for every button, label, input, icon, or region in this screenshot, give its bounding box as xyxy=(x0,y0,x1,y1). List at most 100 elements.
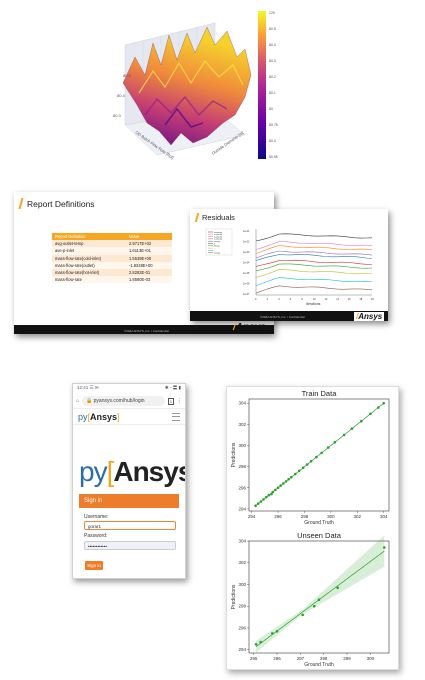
data-point xyxy=(259,500,263,503)
data-point xyxy=(333,441,337,444)
hamburger-menu-icon[interactable] xyxy=(172,412,180,421)
z-tick: 80.5 xyxy=(123,73,132,78)
table-cell: mass-flow-rate(cold-inlet) xyxy=(52,254,126,262)
table-cell: -1.8348E+00 xyxy=(126,261,172,269)
data-point xyxy=(301,613,304,617)
table-header: Value xyxy=(126,233,172,241)
data-point xyxy=(320,451,323,455)
colorbar-tick: 120 xyxy=(269,11,275,15)
legend-entry: x-velocity xyxy=(214,233,222,236)
x-tick-label: 10 xyxy=(313,298,316,301)
x-tick-label: 8 xyxy=(301,298,303,301)
legend-entry: omega xyxy=(214,246,221,248)
residual-line xyxy=(255,269,373,278)
residual-line xyxy=(255,277,373,286)
more-menu-icon[interactable]: ⋮ xyxy=(177,398,182,404)
slide-footer-bar xyxy=(190,311,388,321)
y-tick-label: 1e-03 xyxy=(243,251,250,254)
x-tick-label: 295 xyxy=(250,656,258,661)
colorbar-tick: 80.75 xyxy=(269,123,278,127)
residual-line xyxy=(255,245,373,254)
y-tick-label: 304 xyxy=(238,539,246,544)
x-tick-label: 4 xyxy=(278,298,280,301)
y-tick-label: 302 xyxy=(238,422,246,427)
y-tick-label: 296 xyxy=(238,485,246,490)
surface-plot: 80.5 80.4 80.3 OD Batch Flow Rate [Rpl] … xyxy=(113,11,278,160)
url-field[interactable]: 🔒 pyansys.com/hub/login xyxy=(82,396,165,406)
signin-button[interactable]: Sign in xyxy=(85,561,103,570)
data-point xyxy=(254,504,257,507)
residual-line xyxy=(255,259,373,267)
y-tick-label: 300 xyxy=(238,582,246,587)
legend-entry: ... xyxy=(214,250,216,252)
username-field[interactable]: gorar1 xyxy=(84,521,176,530)
data-point xyxy=(274,488,277,492)
colorbar-tick: 80.2 xyxy=(269,75,276,79)
residuals-legend: continuityx-velocityy-velocityz-velocity… xyxy=(208,231,222,255)
password-field[interactable]: •••••••••••• xyxy=(84,541,176,550)
y-axis-label: Predictions xyxy=(231,584,237,609)
data-point xyxy=(293,472,297,476)
pyansys-logo-small[interactable]: py[Ansys] xyxy=(78,411,120,422)
lock-icon: 🔒 xyxy=(86,398,93,404)
x-tick-label: 14 xyxy=(336,298,339,301)
data-point xyxy=(382,401,385,405)
residual-line xyxy=(255,241,373,250)
site-nav: py[Ansys] xyxy=(73,409,185,425)
y-tick-label: 1e-04 xyxy=(243,262,250,265)
x-tick-label: 300 xyxy=(367,656,375,661)
data-point xyxy=(342,433,346,437)
data-point xyxy=(275,630,279,633)
x-axis-label: Ground Truth xyxy=(304,520,334,526)
data-point xyxy=(271,632,274,635)
data-point xyxy=(309,460,313,463)
password-label: Password: xyxy=(84,533,108,539)
legend-entry: continuity xyxy=(214,231,222,234)
residual-line xyxy=(255,233,373,242)
plot-title: Unseen Data xyxy=(297,531,342,540)
regression-line xyxy=(255,402,384,507)
z-tick: 80.3 xyxy=(113,113,122,118)
y-tick-label: 304 xyxy=(238,401,246,406)
table-cell: mass-flow-rate(hot-inlet) xyxy=(52,268,126,277)
table-cell: 2.8282E-01 xyxy=(126,268,172,277)
residual-line xyxy=(255,263,373,272)
x-tick-label: 302 xyxy=(354,514,362,519)
table-header-row: Report Definition Value xyxy=(52,233,172,241)
table-cell: mass-flow-rate(outlet) xyxy=(52,261,126,269)
slide-accent xyxy=(18,198,24,209)
data-point xyxy=(284,480,288,483)
x-tick-label: 300 xyxy=(327,514,335,519)
table-row: mass-flow-rate(cold-inlet)1.5539E+00 xyxy=(52,254,172,262)
data-point xyxy=(301,466,305,469)
y-tick-label: 1e-06 xyxy=(243,283,250,286)
confidence-band xyxy=(256,535,385,653)
residuals-legend-box xyxy=(205,228,233,256)
y-tick-label: 294 xyxy=(238,647,246,652)
y-tick-label: 1e-07 xyxy=(243,293,250,296)
url-text: pyansys.com/hub/login xyxy=(93,398,145,404)
y-tick-label: 294 xyxy=(238,506,246,511)
table-cell: 1.5539E+00 xyxy=(126,254,172,262)
data-point xyxy=(360,419,363,423)
pyansys-logo: py[Ansys] xyxy=(79,456,186,487)
data-point xyxy=(287,478,290,481)
z-tick: 80.4 xyxy=(117,93,126,98)
table-row: mass-flow-rate(hot-inlet)2.8282E-01 xyxy=(52,268,172,277)
colorbar-tick: 80 xyxy=(269,107,273,111)
colorbar-tick: 80.4 xyxy=(269,43,276,47)
table-cell: 1.6113E+01 xyxy=(126,247,172,255)
colorbar-tick: 80.55 xyxy=(269,155,278,159)
y-axis-label: Predictions xyxy=(231,442,237,467)
table-cell: 1.8590E-03 xyxy=(126,276,172,284)
slide-footer-text: ©2022 ANSYS, Inc. / Confidential xyxy=(124,329,169,333)
home-icon[interactable]: ⌂ xyxy=(76,398,80,404)
colorbar-tick: 80.1 xyxy=(269,91,276,95)
tab-count-icon[interactable]: 1 xyxy=(167,397,174,405)
data-point xyxy=(276,486,280,490)
